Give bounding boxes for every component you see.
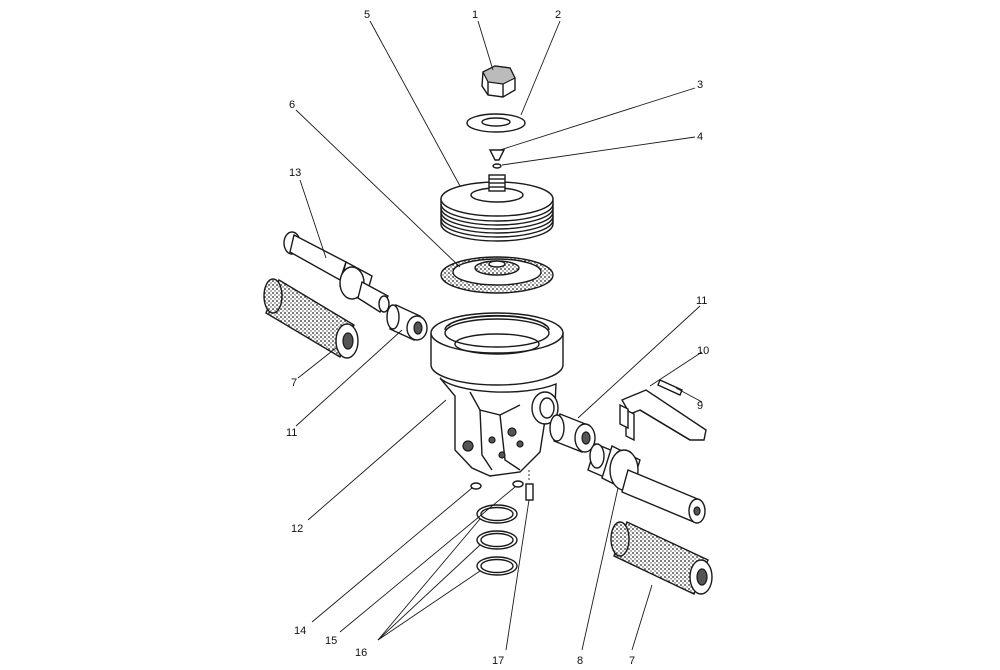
small-screw-part: [488, 149, 506, 161]
right-filter-cylinder-part: [610, 521, 713, 595]
pump-body-part: [430, 312, 564, 477]
pin-part: [657, 379, 683, 396]
callout-12: 12: [291, 523, 303, 535]
upper-cap-part: [440, 174, 554, 242]
callout-7-left: 7: [291, 377, 297, 389]
callout-9: 9: [697, 400, 703, 412]
o-rings-part: [476, 504, 518, 576]
callout-5: 5: [364, 9, 370, 21]
clip-ring-part: [470, 480, 524, 490]
callout-10: 10: [697, 345, 709, 357]
small-o-ring-part: [492, 163, 502, 169]
right-bushing-part: [549, 413, 596, 453]
callout-6: 6: [289, 99, 295, 111]
callout-4: 4: [697, 131, 703, 143]
right-shaft-part: [587, 443, 706, 524]
callout-14: 14: [294, 625, 306, 637]
left-bushing-part: [386, 304, 428, 341]
callout-3: 3: [697, 79, 703, 91]
callout-11-right: 11: [696, 295, 707, 307]
left-filter-cylinder-part: [263, 278, 359, 359]
callout-8: 8: [577, 655, 583, 667]
callout-2: 2: [555, 9, 561, 21]
diaphragm-part: [440, 256, 554, 294]
leader-lines: [295, 20, 703, 651]
hex-nut-part: [481, 65, 516, 98]
left-shaft-part: [283, 231, 390, 314]
callout-17: 17: [492, 655, 504, 667]
washer-part: [466, 113, 526, 133]
callout-7-right: 7: [629, 655, 635, 667]
callout-13: 13: [289, 167, 301, 179]
callout-1: 1: [472, 9, 478, 21]
callout-11-left: 11: [286, 427, 297, 439]
callout-15: 15: [325, 635, 337, 647]
callout-16: 16: [355, 647, 367, 659]
lever-part: [619, 389, 707, 442]
callout-labels: 1 2 3 4 5 6 13 7 11 11 10 9 12 14 15 16 …: [286, 9, 709, 667]
dowel-pin-part: [525, 470, 534, 501]
